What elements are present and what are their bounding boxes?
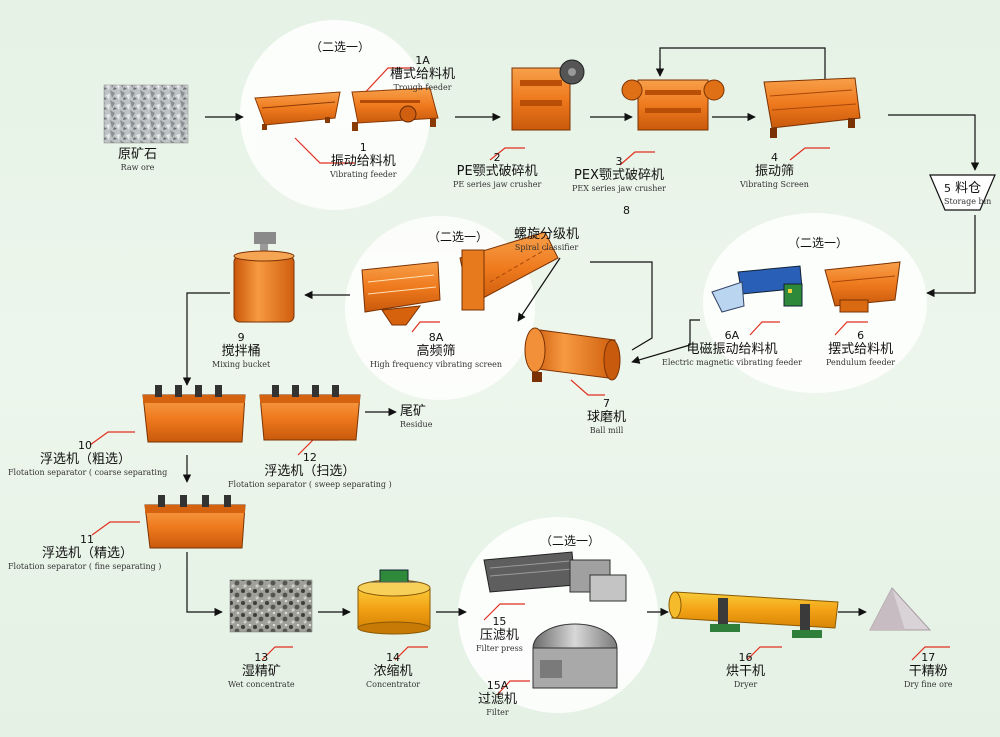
label-vibrating-screen: 4 振动筛 Vibrating Screen <box>740 151 809 189</box>
leader-4 <box>789 147 830 161</box>
label-residue: 尾矿 Residue <box>400 404 433 429</box>
label-filter-press: 15 压滤机 Filter press <box>476 615 523 653</box>
leader-8a <box>411 321 440 333</box>
arrow-mixer-to-flotation <box>182 292 230 386</box>
return-loop-line <box>659 47 826 82</box>
flotation-fine-image <box>144 495 246 549</box>
wet-concentrate-image <box>229 579 313 633</box>
leader-17 <box>911 646 950 661</box>
trough-feeder-image <box>351 87 439 131</box>
choice-label-filter: （二选一） <box>540 534 601 548</box>
flotation-rough-image <box>142 385 246 443</box>
leader-6 <box>834 321 868 336</box>
label-flotation-sweep: 12 浮选机（扫选） Flotation separator ( sweep s… <box>228 451 392 489</box>
arrow-classifier-return <box>517 257 561 322</box>
leader-7 <box>570 379 605 396</box>
vibrating-screen-image <box>763 77 861 138</box>
label-spiral-classifier: 螺旋分级机 Spiral classifier <box>514 227 580 252</box>
label-trough-feeder: 1A 槽式给料机 Trough feeder <box>390 54 456 92</box>
leader-16 <box>746 646 782 661</box>
label-mixing-bucket: 9 搅拌桶 Mixing bucket <box>212 331 271 369</box>
pe-jaw-crusher-image <box>511 59 585 131</box>
label-pex-jaw-crusher: 3 PEX颚式破碎机 PEX series jaw crusher <box>572 155 666 193</box>
spiral-classifier-image <box>459 231 559 311</box>
pendulum-feeder-image <box>824 261 901 313</box>
arrow-feeder-to-mill <box>631 319 700 364</box>
vibrating-feeder-image <box>254 91 341 130</box>
choice-label-feeder: （二选一） <box>310 40 371 54</box>
label-pe-jaw-crusher: 2 PE颚式破碎机 PE series jaw crusher <box>453 151 542 189</box>
pex-jaw-crusher-image <box>621 79 725 131</box>
label-vibrating-feeder: 1 振动给料机 Vibrating feeder <box>330 141 397 179</box>
dry-fine-ore-image <box>869 587 932 631</box>
arrow-bin-to-feeder <box>926 215 976 298</box>
label-disc-filter: 15A 过滤机 Filter <box>478 679 518 717</box>
filter-press-image <box>483 551 627 602</box>
label-flotation-fine: 11 浮选机（精选） Flotation separator ( fine se… <box>8 533 162 571</box>
electromagnetic-feeder-image <box>711 265 803 313</box>
raw-ore-image <box>103 84 189 144</box>
arrow-fine-to-wet <box>186 552 223 617</box>
label-ball-mill: 7 球磨机 Ball mill <box>587 397 627 435</box>
leader-14 <box>394 646 428 661</box>
leader-11 <box>91 521 140 536</box>
label-dry-fine-ore: 17 干精粉 Dry fine ore <box>904 651 953 689</box>
stray-number: 8 <box>623 204 630 217</box>
label-concentrator: 14 浓缩机 Concentrator <box>366 651 421 689</box>
leader-1a <box>359 67 412 99</box>
disc-filter-image <box>532 623 618 689</box>
label-storage-bin: 5 料仓 Storage bin <box>944 181 992 206</box>
leader-15 <box>483 603 525 621</box>
leader-6a <box>749 321 780 336</box>
high-frequency-screen-image <box>361 261 441 326</box>
leader-13 <box>261 646 293 661</box>
label-dryer: 16 烘干机 Dryer <box>726 651 766 689</box>
spiral-to-mill-line <box>590 261 653 351</box>
label-pendulum-feeder: 6 摆式给料机 Pendulum feeder <box>826 329 896 367</box>
mixing-bucket-image <box>233 232 295 323</box>
label-raw-ore: 原矿石 Raw ore <box>118 147 158 172</box>
leader-1 <box>294 137 355 164</box>
choice-label-feeder-2: （二选一） <box>788 236 849 250</box>
leader-3 <box>619 151 655 166</box>
label-electromagnetic-feeder: 6A 电磁振动给料机 Electric magnetic vibrating f… <box>662 329 802 367</box>
storage-bin-image <box>929 174 996 211</box>
leader-lines <box>89 67 950 696</box>
label-high-frequency-screen: 8A 高频筛 High frequency vibrating screen <box>370 331 502 369</box>
label-flotation-rough: 10 浮选机（粗选） Flotation separator ( coarse … <box>8 439 168 477</box>
concentrator-image <box>357 569 431 635</box>
leader-2 <box>489 147 525 161</box>
dryer-image <box>668 591 839 638</box>
leader-15a <box>496 680 530 696</box>
arrow-screen-to-bin <box>888 114 980 171</box>
ball-mill-image <box>524 327 621 382</box>
flotation-sweep-image <box>259 385 361 441</box>
choice-label-classifier: （二选一） <box>428 230 489 244</box>
label-wet-concentrate: 13 湿精矿 Wet concentrate <box>228 651 295 689</box>
leader-10 <box>89 431 135 446</box>
flow-arrows <box>182 47 980 617</box>
choice-bubble-feeder-2 <box>703 213 927 393</box>
